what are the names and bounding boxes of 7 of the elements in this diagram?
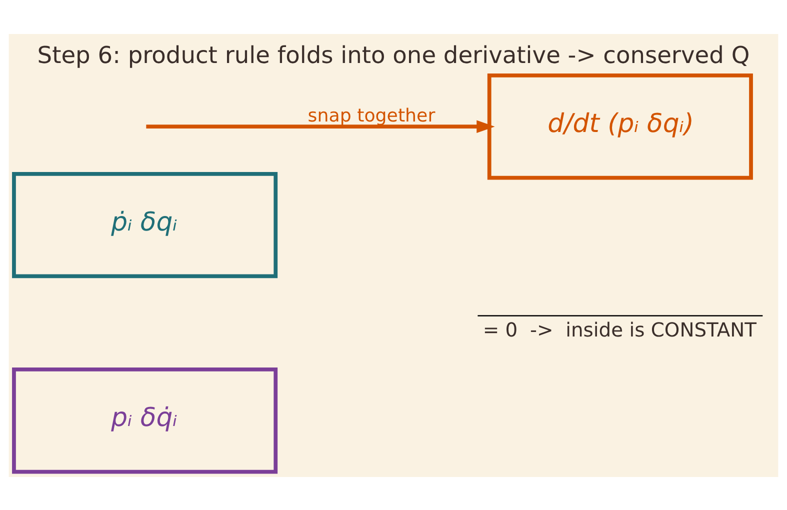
label: = 0 -> inside is CONSTANT [482,318,757,341]
node-box: pᵢ δq̇ᵢ [12,367,278,474]
arrow [146,120,495,132]
node-box: d/dt (pᵢ δqᵢ) [487,73,753,180]
diagram-title: Step 6: product rule folds into one derivative -> conserved Q [37,42,750,69]
node-box: ṗᵢ δqᵢ [12,171,278,278]
edge-label: snap together [308,105,436,126]
